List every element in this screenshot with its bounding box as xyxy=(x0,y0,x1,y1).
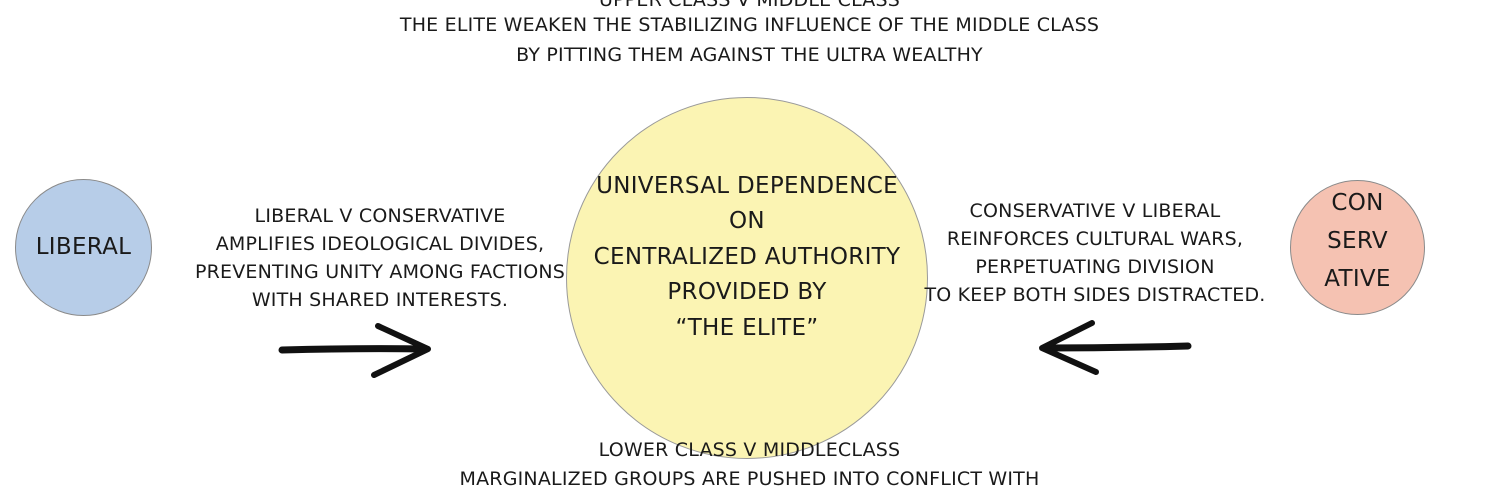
left-annotation-line-2: AMPLIFIES IDEOLOGICAL DIVIDES, xyxy=(215,233,545,255)
center-label-line-4: PROVIDED BY xyxy=(667,279,827,305)
conservative-label-line-1: CON xyxy=(1331,190,1384,216)
center-label-line-2: ON xyxy=(729,208,765,234)
center-node: UNIVERSAL DEPENDENCE ON CENTRALIZED AUTH… xyxy=(566,97,928,459)
bottom-caption-line-2: MARGINALIZED GROUPS ARE PUSHED INTO CONF… xyxy=(459,468,1040,490)
liberal-node-label: LIBERAL xyxy=(35,234,132,260)
conservative-node-label: CON SERV ATIVE xyxy=(1291,192,1424,291)
left-annotation-line-1: LIBERAL V CONSERVATIVE xyxy=(254,205,506,227)
right-annotation-line-3: PERPETUATING DIVISION xyxy=(975,256,1215,278)
center-label-line-3: CENTRALIZED AUTHORITY xyxy=(593,244,901,270)
center-label-line-5: “THE ELITE” xyxy=(675,315,819,341)
bottom-caption-line-1: LOWER CLASS V MIDDLECLASS xyxy=(598,439,901,461)
conservative-node: CON SERV ATIVE xyxy=(1290,180,1425,315)
right-annotation-line-4: TO KEEP BOTH SIDES DISTRACTED. xyxy=(924,284,1266,306)
top-caption-line-2: THE ELITE WEAKEN THE STABILIZING INFLUEN… xyxy=(399,14,1100,36)
conservative-label-line-2: SERV xyxy=(1327,228,1388,254)
bottom-caption: LOWER CLASS V MIDDLECLASS MARGINALIZED G… xyxy=(0,441,1499,489)
top-caption-line-1: UPPER CLASS V MIDDLE CLASS xyxy=(598,0,901,11)
left-annotation-line-3: PREVENTING UNITY AMONG FACTIONS xyxy=(194,261,566,283)
right-annotation: CONSERVATIVE V LIBERAL REINFORCES CULTUR… xyxy=(910,202,1280,305)
top-caption: UPPER CLASS V MIDDLE CLASS THE ELITE WEA… xyxy=(0,0,1499,65)
liberal-node: LIBERAL xyxy=(15,179,152,316)
conservative-label-line-3: ATIVE xyxy=(1324,266,1391,292)
top-caption-line-3: BY PITTING THEM AGAINST THE ULTRA WEALTH… xyxy=(516,44,983,66)
left-arrow-icon xyxy=(1039,320,1192,375)
right-annotation-line-2: REINFORCES CULTURAL WARS, xyxy=(946,228,1244,250)
right-annotation-line-1: CONSERVATIVE V LIBERAL xyxy=(969,200,1221,222)
center-node-label: UNIVERSAL DEPENDENCE ON CENTRALIZED AUTH… xyxy=(567,175,927,340)
right-arrow-icon xyxy=(278,323,431,378)
left-annotation-line-4: WITH SHARED INTERESTS. xyxy=(251,289,509,311)
center-label-line-1: UNIVERSAL DEPENDENCE xyxy=(596,173,898,199)
left-annotation: LIBERAL V CONSERVATIVE AMPLIFIES IDEOLOG… xyxy=(190,207,570,310)
